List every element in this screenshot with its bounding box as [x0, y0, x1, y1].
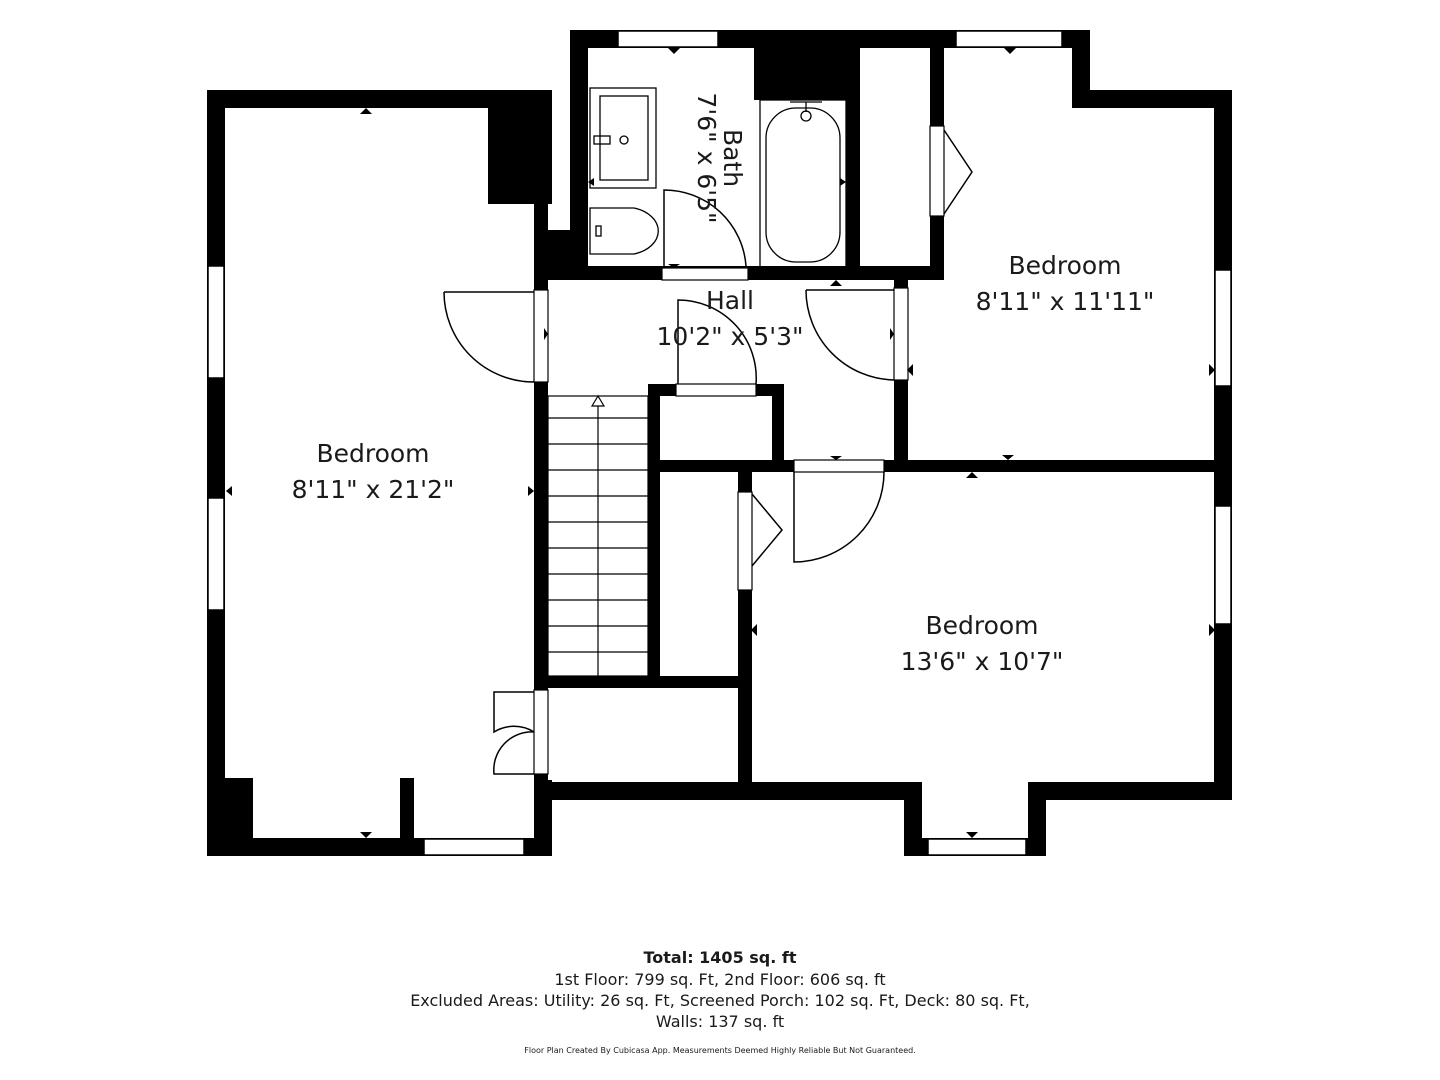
wall — [930, 216, 944, 280]
door-swing — [443, 291, 535, 383]
door-gap — [893, 287, 909, 381]
wall — [754, 30, 858, 100]
wall — [930, 30, 944, 126]
door-gap — [533, 289, 549, 383]
wall — [1072, 90, 1232, 108]
door-gap — [661, 267, 749, 281]
excluded-areas: Excluded Areas: Utility: 26 sq. Ft, Scre… — [410, 991, 1030, 1010]
window — [1214, 505, 1232, 625]
wall-area: Walls: 137 sq. ft — [655, 1012, 785, 1031]
wall — [570, 30, 588, 280]
door-swing — [677, 299, 757, 385]
wall — [738, 472, 752, 492]
stair-arrow-icon — [590, 394, 606, 407]
room-dims: 10'2" x 5'3" — [657, 322, 804, 351]
room-name: Bath — [718, 129, 747, 187]
room-name: Bedroom — [925, 611, 1038, 640]
window — [955, 30, 1063, 48]
dimension-marks — [226, 48, 1215, 838]
bathtub — [759, 99, 847, 269]
wall — [650, 460, 1232, 472]
wall — [536, 230, 588, 280]
floor-areas: 1st Floor: 799 sq. Ft, 2nd Floor: 606 sq… — [554, 970, 886, 989]
door-swing — [793, 471, 885, 563]
door-swing — [663, 189, 747, 267]
wall — [1072, 30, 1090, 108]
door-openings — [533, 125, 945, 775]
toilet — [589, 207, 659, 255]
room-name: Hall — [706, 286, 754, 315]
wall — [207, 778, 253, 856]
wall — [772, 384, 784, 472]
wall — [207, 90, 225, 856]
bath-fixtures — [589, 87, 847, 269]
wall — [534, 782, 922, 800]
wall — [1028, 782, 1046, 856]
room-dims: 8'11" x 11'11" — [976, 287, 1155, 316]
wall — [400, 778, 414, 856]
door-gap — [533, 689, 549, 775]
wall — [904, 782, 922, 856]
door-gap — [675, 383, 757, 397]
window — [207, 497, 225, 611]
door-gap — [793, 459, 885, 473]
door-swing — [805, 289, 895, 381]
window — [423, 838, 525, 856]
wall — [1028, 782, 1232, 800]
room-labels: Bedroom 8'11" x 21'2" Bath 7'6" x 6'5" H… — [292, 92, 1155, 676]
door-gap — [737, 491, 753, 591]
window — [927, 838, 1027, 856]
stairs — [547, 394, 649, 677]
closet-door — [493, 691, 535, 775]
wall — [1214, 90, 1232, 800]
window — [1214, 269, 1232, 387]
sink — [589, 87, 657, 189]
room-dims: 7'6" x 6'5" — [692, 92, 721, 223]
window — [207, 265, 225, 379]
total-area: Total: 1405 sq. ft — [643, 948, 797, 967]
door-gap — [929, 125, 945, 217]
window — [617, 30, 719, 48]
room-dims: 8'11" x 21'2" — [292, 475, 455, 504]
wall — [207, 90, 552, 108]
room-name: Bedroom — [316, 439, 429, 468]
wall — [846, 30, 860, 280]
wall — [534, 90, 548, 856]
door-swings — [443, 129, 973, 775]
closet-door — [751, 493, 783, 567]
credit-note: Floor Plan Created By Cubicasa App. Meas… — [524, 1046, 916, 1055]
windows — [207, 30, 1232, 856]
room-name: Bedroom — [1008, 251, 1121, 280]
room-dims: 13'6" x 10'7" — [901, 647, 1064, 676]
wall — [534, 676, 752, 688]
wall — [648, 384, 660, 676]
wall — [738, 590, 752, 786]
closet-door — [943, 129, 973, 215]
